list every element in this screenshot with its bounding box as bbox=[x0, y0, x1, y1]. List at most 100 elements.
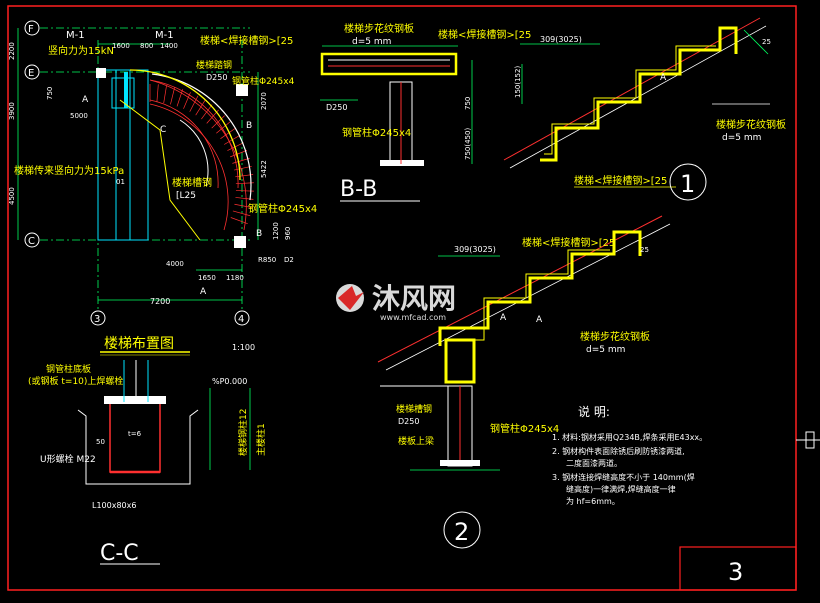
stair-tread bbox=[234, 203, 253, 208]
svg-text:d=5 mm: d=5 mm bbox=[352, 37, 391, 47]
svg-text:钢管柱Φ245x4: 钢管柱Φ245x4 bbox=[342, 126, 411, 139]
svg-text:楼板上梁: 楼板上梁 bbox=[398, 435, 434, 447]
svg-text:25: 25 bbox=[640, 246, 649, 254]
detail1-number: 1 bbox=[680, 170, 695, 198]
stair-tread bbox=[230, 150, 248, 158]
svg-text:B: B bbox=[246, 121, 252, 131]
svg-text:d=5 mm: d=5 mm bbox=[722, 133, 761, 143]
svg-text:1400: 1400 bbox=[160, 42, 178, 50]
svg-text:4: 4 bbox=[238, 314, 244, 325]
plan-title: 楼梯布置图 bbox=[104, 336, 174, 352]
section-bb-title: B-B bbox=[340, 177, 377, 202]
svg-text:R850: R850 bbox=[258, 256, 276, 264]
detail-2: 309(3025) 25 楼梯<焊接槽钢>[25 楼梯步花纹钢板 d=5 mm … bbox=[377, 215, 671, 549]
svg-text:U形螺栓 M22: U形螺栓 M22 bbox=[40, 453, 96, 465]
stair-tread bbox=[211, 115, 225, 129]
viewport-marker[interactable] bbox=[805, 431, 815, 449]
svg-text:01: 01 bbox=[116, 178, 125, 186]
detail2-number: 2 bbox=[454, 518, 469, 546]
svg-text:1600: 1600 bbox=[112, 42, 130, 50]
stair-tread bbox=[220, 128, 236, 139]
stair-tread bbox=[195, 99, 206, 116]
stair-tread bbox=[183, 92, 191, 109]
svg-text:A: A bbox=[660, 73, 667, 83]
stair-tread bbox=[227, 142, 244, 151]
svg-text:[L25: [L25 bbox=[176, 191, 196, 201]
svg-text:说 明:: 说 明: bbox=[578, 404, 610, 419]
svg-text:A: A bbox=[82, 95, 89, 105]
title-block bbox=[679, 546, 797, 591]
grid-bubble-C bbox=[24, 232, 40, 248]
svg-text:主楼柱1: 主楼柱1 bbox=[255, 423, 267, 456]
svg-text:M-1: M-1 bbox=[155, 30, 174, 41]
svg-text:800: 800 bbox=[140, 42, 153, 50]
svg-text:7200: 7200 bbox=[150, 297, 170, 306]
svg-text:1200: 1200 bbox=[272, 222, 280, 240]
svg-text:960: 960 bbox=[284, 227, 292, 240]
svg-text:3. 钢材连接焊缝高度不小于 140mm(焊: 3. 钢材连接焊缝高度不小于 140mm(焊 bbox=[552, 472, 695, 482]
svg-text:钢管柱底板: 钢管柱底板 bbox=[46, 363, 91, 375]
svg-text:楼梯步花纹钢板: 楼梯步花纹钢板 bbox=[580, 330, 650, 343]
column-E3 bbox=[96, 68, 106, 78]
watermark-url: www.mfcad.com bbox=[380, 313, 446, 322]
svg-text:5422: 5422 bbox=[260, 160, 268, 178]
svg-text:2070: 2070 bbox=[260, 92, 268, 110]
svg-text:缝高度)一律满焊,焊缝高度一律: 缝高度)一律满焊,焊缝高度一律 bbox=[566, 484, 676, 494]
section-c-c: 钢管柱底板 (或钢板 t=10)上焊螺栓 U形螺栓 M22 L100x80x6 … bbox=[28, 360, 267, 566]
stair-tread bbox=[232, 210, 251, 217]
svg-text:D250: D250 bbox=[398, 417, 419, 426]
svg-text:B: B bbox=[256, 229, 262, 239]
svg-text:1. 材料:钢材采用Q234B,焊条采用E43xx。: 1. 材料:钢材采用Q234B,焊条采用E43xx。 bbox=[552, 432, 707, 442]
svg-text:A: A bbox=[200, 287, 207, 297]
sheet-number: 3 bbox=[728, 558, 743, 586]
svg-text:3: 3 bbox=[94, 314, 100, 325]
grid-bubble-4 bbox=[234, 310, 250, 326]
svg-text:楼梯<焊接槽钢>[25: 楼梯<焊接槽钢>[25 bbox=[200, 34, 293, 47]
watermark-text: 沐风网 bbox=[372, 282, 456, 315]
stair-tread bbox=[234, 165, 252, 171]
svg-text:5000: 5000 bbox=[70, 112, 88, 120]
stair-tread bbox=[216, 121, 231, 134]
svg-text:竖向力为15kN: 竖向力为15kN bbox=[48, 44, 114, 57]
svg-text:F: F bbox=[28, 24, 34, 35]
svg-text:309(3025): 309(3025) bbox=[454, 245, 496, 254]
stair-tread bbox=[232, 157, 250, 164]
section-b-b: 楼梯步花纹钢板 d=5 mm 楼梯<焊接槽钢>[25 D250 钢管柱Φ245x… bbox=[320, 22, 531, 202]
detail-1: 309(3025) 150(152) 25 A 楼梯步花纹钢板 d=5 mm 楼… bbox=[503, 17, 786, 201]
svg-text:309(3025): 309(3025) bbox=[540, 35, 582, 44]
stair-tread bbox=[230, 217, 248, 224]
svg-text:50: 50 bbox=[96, 438, 105, 446]
svg-text:楼梯踏钢: 楼梯踏钢 bbox=[196, 59, 232, 71]
svg-text:1650: 1650 bbox=[198, 274, 216, 282]
svg-text:t=6: t=6 bbox=[128, 430, 142, 438]
grid-bubble-E bbox=[24, 64, 40, 80]
svg-text:楼梯<焊接槽钢>[25: 楼梯<焊接槽钢>[25 bbox=[522, 236, 615, 249]
svg-text:3900: 3900 bbox=[8, 102, 16, 120]
svg-text:4000: 4000 bbox=[166, 260, 184, 268]
stair-plan: F E C 3 4 bbox=[8, 20, 317, 356]
svg-text:2200: 2200 bbox=[8, 42, 16, 60]
svg-text:钢管柱Φ245x4: 钢管柱Φ245x4 bbox=[490, 422, 559, 435]
svg-text:%P0.000: %P0.000 bbox=[212, 377, 247, 386]
svg-text:C: C bbox=[160, 125, 166, 135]
spiral-treads bbox=[149, 79, 247, 231]
svg-text:二度面漆两道。: 二度面漆两道。 bbox=[566, 458, 622, 468]
svg-text:楼梯槽钢: 楼梯槽钢 bbox=[396, 403, 432, 415]
section-cc-title: C-C bbox=[100, 541, 139, 566]
svg-text:为 hf=6mm。: 为 hf=6mm。 bbox=[566, 496, 620, 506]
stair-tread bbox=[156, 84, 159, 103]
stair-tread bbox=[189, 95, 199, 112]
sheet-border bbox=[7, 5, 797, 591]
grid-bubble-3 bbox=[90, 310, 106, 326]
svg-text:钢管柱Φ245x4: 钢管柱Φ245x4 bbox=[232, 75, 295, 87]
column-C4 bbox=[234, 236, 246, 248]
svg-text:A: A bbox=[536, 315, 543, 325]
stair-tread bbox=[170, 86, 176, 105]
svg-text:楼梯钢柱12: 楼梯钢柱12 bbox=[237, 409, 249, 456]
svg-text:L100x80x6: L100x80x6 bbox=[92, 501, 136, 510]
svg-text:钢管柱Φ245x4: 钢管柱Φ245x4 bbox=[248, 202, 317, 215]
svg-text:楼梯传来竖向力为15kPa: 楼梯传来竖向力为15kPa bbox=[14, 164, 124, 177]
watermark-logo-icon bbox=[336, 284, 364, 312]
